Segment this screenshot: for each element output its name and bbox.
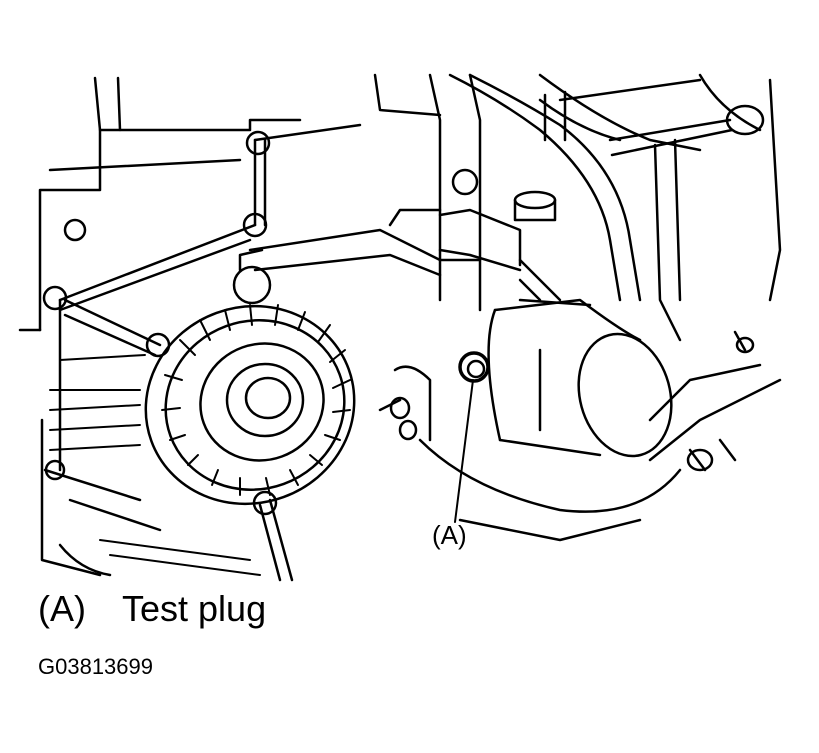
legend-key: (A) bbox=[38, 588, 86, 629]
callout-label-a: (A) bbox=[432, 520, 467, 550]
callout-leader-line bbox=[454, 379, 474, 523]
engine-block-outline bbox=[18, 73, 782, 577]
hose-connector bbox=[438, 168, 562, 302]
cooling-ribs bbox=[49, 354, 261, 576]
pipes bbox=[448, 73, 765, 342]
bolts bbox=[63, 218, 755, 472]
test-plug bbox=[458, 351, 490, 383]
legend: (A) Test plug bbox=[38, 588, 266, 630]
legend-text: Test plug bbox=[122, 588, 267, 629]
oil-filter bbox=[487, 298, 673, 458]
figure-id: G03813699 bbox=[38, 654, 153, 679]
pulley bbox=[144, 304, 356, 506]
bracket-arm bbox=[232, 208, 482, 305]
engine-diagram bbox=[18, 73, 782, 582]
frame-struts bbox=[42, 123, 362, 582]
